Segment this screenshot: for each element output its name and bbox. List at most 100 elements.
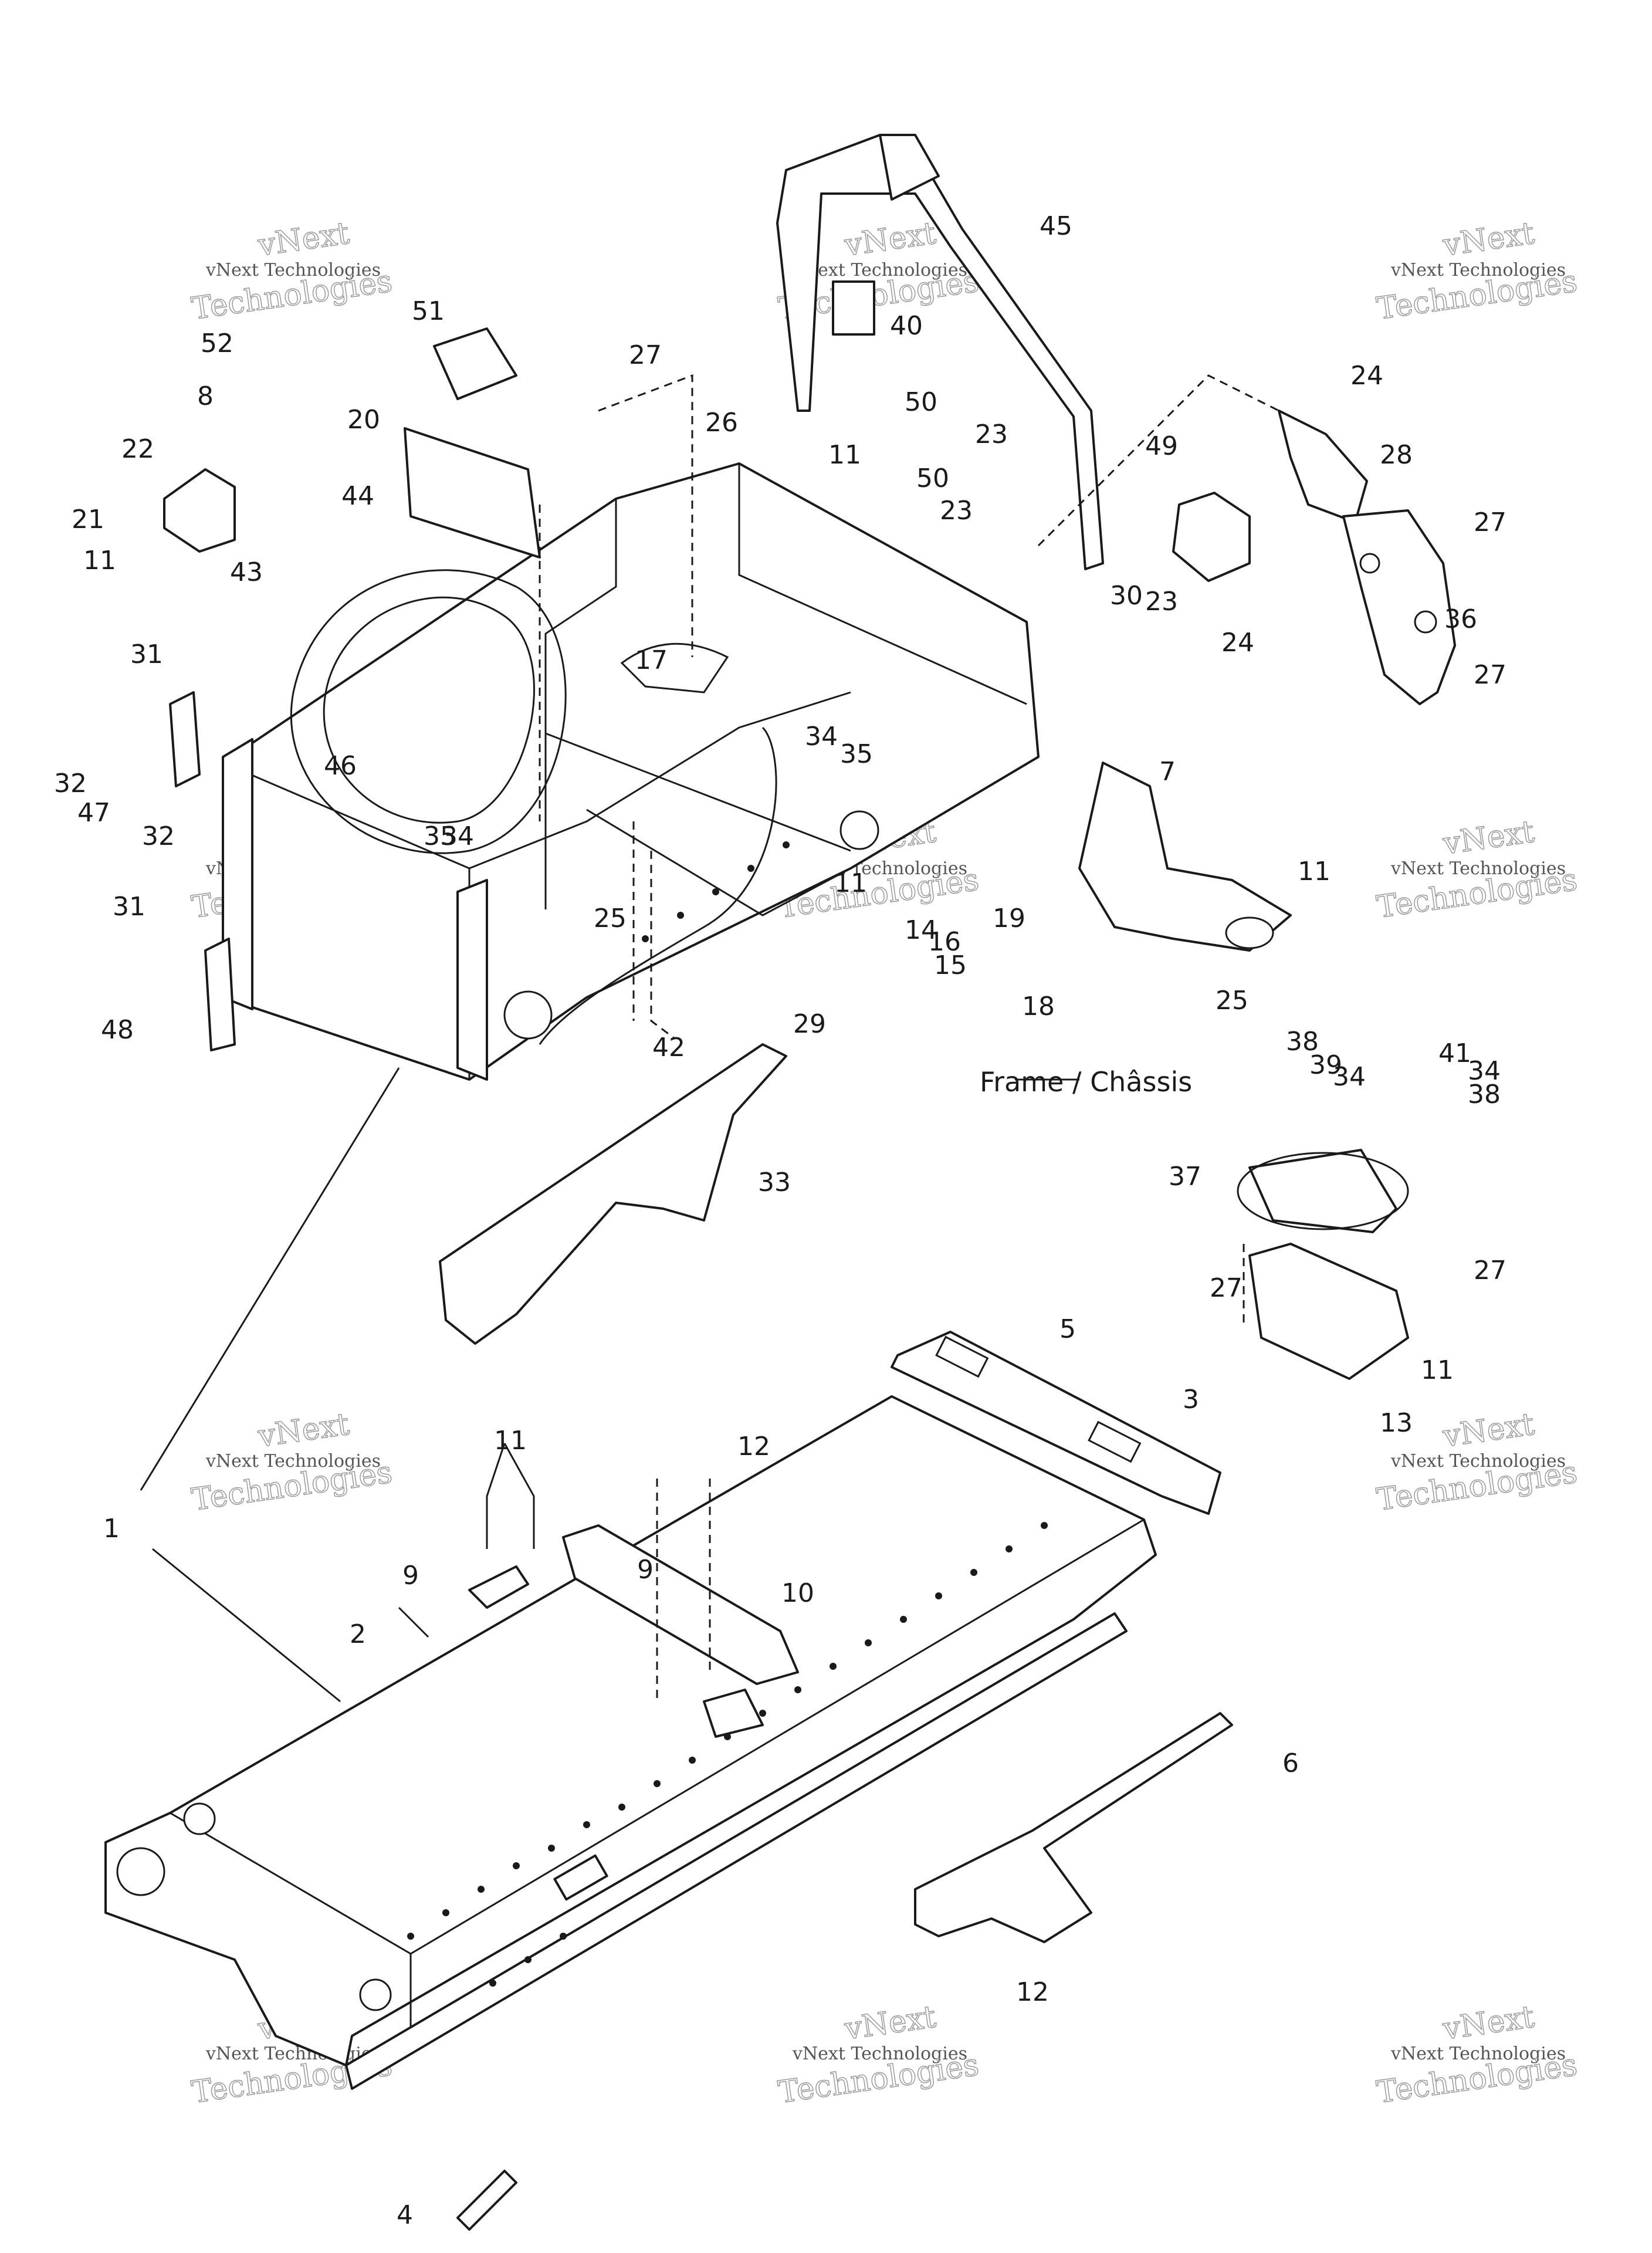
- callout-18: 18: [1022, 992, 1055, 1021]
- panel-hole: [642, 935, 649, 942]
- callout-10: 10: [781, 1578, 814, 1608]
- panel-hole: [478, 1886, 485, 1893]
- callout-12: 12: [1016, 1977, 1049, 2007]
- watermark-text: vNext Technologies: [792, 2044, 967, 2064]
- panel-hole: [560, 1933, 567, 1940]
- callout-11: 11: [83, 546, 116, 576]
- callout-15: 15: [934, 950, 967, 980]
- panel-hole: [865, 1639, 872, 1646]
- watermark-text: vNext Technologies: [1390, 1451, 1566, 1471]
- panel-hole: [548, 1845, 555, 1852]
- callout-44: 44: [341, 481, 374, 511]
- callout-50: 50: [916, 464, 949, 493]
- panel-hole: [513, 1862, 520, 1869]
- left-parts: [163, 327, 541, 1051]
- callout-5: 5: [1059, 1314, 1076, 1344]
- front-support-arm: [1078, 762, 1292, 952]
- callout-22: 22: [121, 434, 154, 464]
- callout-46: 46: [324, 751, 357, 781]
- rear-bumper: [914, 1712, 1233, 1943]
- watermark-text: vNext: [1440, 216, 1536, 263]
- watermark-text: vNext: [1440, 2000, 1536, 2047]
- callout-34: 34: [1333, 1062, 1366, 1092]
- panel-hole: [900, 1616, 907, 1623]
- callout-45: 45: [1040, 211, 1072, 241]
- panel-hole: [442, 1909, 449, 1916]
- panel-hole: [654, 1780, 661, 1787]
- callout-32: 32: [54, 769, 87, 799]
- callout-11: 11: [834, 868, 867, 898]
- panel-hole: [677, 912, 684, 919]
- callout-35: 35: [424, 821, 456, 851]
- callout-24: 24: [1350, 361, 1383, 391]
- panel-hole: [783, 841, 790, 848]
- steering-support-loop: [776, 134, 1104, 570]
- callout-38: 38: [1286, 1027, 1319, 1057]
- watermark-text: vNext Technologies: [792, 260, 967, 280]
- callout-43: 43: [230, 557, 263, 587]
- crossmember: [439, 1043, 787, 1345]
- callout-36: 36: [1444, 604, 1477, 634]
- callout-23: 23: [940, 496, 973, 526]
- callout-23: 23: [1145, 587, 1178, 617]
- callout-30: 30: [1110, 581, 1143, 611]
- callout-12: 12: [737, 1432, 770, 1462]
- panel-holes: [407, 841, 1048, 1987]
- pin-rod: [456, 2170, 517, 2231]
- callout-27: 27: [1210, 1273, 1243, 1303]
- callout-27: 27: [1474, 1256, 1507, 1286]
- callout-28: 28: [1380, 440, 1413, 470]
- rear-plate: [891, 1331, 1221, 1515]
- panel-hole: [759, 1710, 766, 1717]
- panel-hole: [689, 1757, 696, 1764]
- panel-hole: [970, 1569, 977, 1576]
- callout-1: 1: [103, 1514, 120, 1544]
- center-brackets: [468, 1524, 799, 1738]
- panel-hole: [489, 1980, 496, 1987]
- callout-49: 49: [1145, 431, 1178, 461]
- panel-hole: [747, 865, 754, 872]
- callout-35: 35: [840, 739, 873, 769]
- callout-6: 6: [1282, 1748, 1299, 1778]
- callout-40: 40: [890, 311, 923, 341]
- callout-11: 11: [494, 1426, 527, 1456]
- callout-48: 48: [101, 1015, 134, 1045]
- callout-31: 31: [113, 892, 145, 922]
- callout-19: 19: [993, 904, 1025, 933]
- panel-hole: [1041, 1522, 1048, 1529]
- panel-hole: [935, 1592, 942, 1599]
- panel-hole: [524, 1956, 532, 1963]
- watermark-text: vNext: [842, 216, 938, 263]
- callout-32: 32: [142, 821, 175, 851]
- watermark-text: vNext Technologies: [1390, 858, 1566, 879]
- callout-37: 37: [1169, 1162, 1201, 1192]
- panel-hole: [830, 1663, 837, 1670]
- watermark-text: vNext: [1440, 814, 1536, 862]
- callout-26: 26: [705, 408, 738, 438]
- watermark-text: vNext Technologies: [205, 1451, 381, 1471]
- callout-52: 52: [201, 329, 233, 358]
- callout-21: 21: [72, 505, 104, 535]
- callout-14: 14: [905, 915, 937, 945]
- callout-4: 4: [397, 2200, 413, 2230]
- watermark-text: vNext: [1440, 1407, 1536, 1454]
- panel-hole: [1006, 1545, 1013, 1552]
- callout-20: 20: [347, 405, 380, 435]
- watermark-text: vNext: [255, 216, 351, 263]
- callout-17: 17: [635, 645, 668, 675]
- callout-33: 33: [758, 1168, 791, 1197]
- callout-9: 9: [637, 1555, 654, 1585]
- callout-47: 47: [77, 798, 110, 828]
- upper-frame: [222, 462, 1040, 1081]
- callout-50: 50: [905, 387, 937, 417]
- panel-hole: [407, 1933, 414, 1940]
- tunnel: [104, 1395, 1157, 2090]
- callout-3: 3: [1183, 1385, 1199, 1415]
- callout-13: 13: [1380, 1408, 1413, 1438]
- watermark-text: vNext: [842, 2000, 938, 2047]
